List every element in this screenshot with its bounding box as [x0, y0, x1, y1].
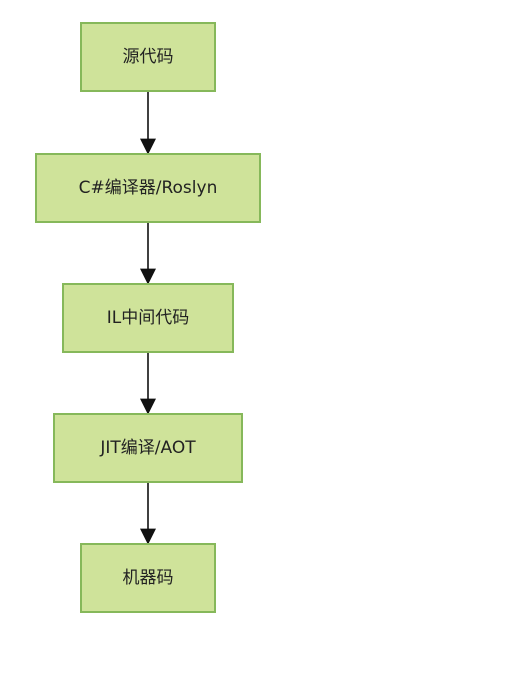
- node-csharp-compiler: C#编译器/Roslyn: [35, 153, 261, 223]
- node-label: 机器码: [122, 567, 174, 588]
- node-label: 源代码: [122, 46, 174, 67]
- node-label: JIT编译/AOT: [100, 437, 196, 458]
- node-source-code: 源代码: [80, 22, 216, 92]
- node-label: IL中间代码: [106, 307, 190, 328]
- node-label: C#编译器/Roslyn: [78, 177, 218, 198]
- node-jit-aot: JIT编译/AOT: [53, 413, 243, 483]
- node-machine-code: 机器码: [80, 543, 216, 613]
- node-il-code: IL中间代码: [62, 283, 234, 353]
